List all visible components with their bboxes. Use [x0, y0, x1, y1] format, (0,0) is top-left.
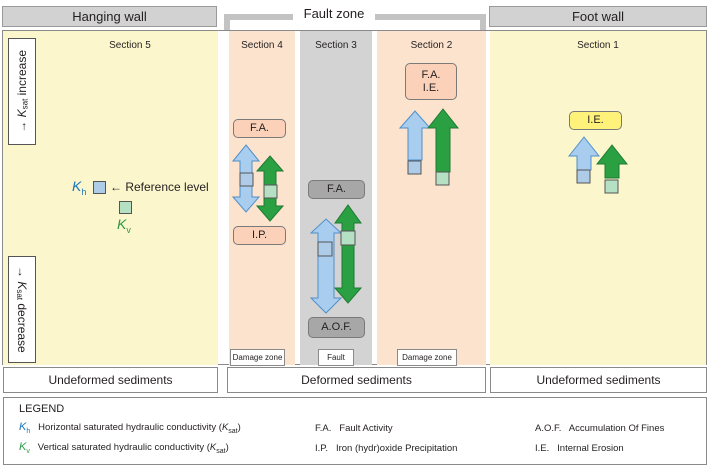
kh-reference-square [93, 181, 106, 194]
footer-undeformed-right-label: Undeformed sediments [536, 373, 661, 387]
kv-symbol: Kv [117, 216, 131, 235]
foot-wall-label: Foot wall [571, 9, 625, 24]
s2-fa-ie-box: F.A. I.E. [405, 63, 457, 100]
legend-internal-erosion: I.E. Internal Erosion [535, 443, 624, 454]
hanging-wall-label: Hanging wall [72, 9, 147, 24]
section-5-title: Section 5 [109, 40, 151, 51]
section-2-title: Section 2 [410, 40, 453, 51]
section-4-title: Section 4 [241, 40, 283, 51]
s2-box-line2: I.E. [422, 81, 440, 94]
s3-kh-square [317, 241, 333, 257]
footer-deformed: Deformed sediments [227, 367, 486, 393]
ksat-decrease-label: → Ksat decrease [14, 266, 30, 353]
foot-wall-header: Foot wall [489, 6, 707, 27]
damage-zone-right-label: Damage zone [397, 349, 457, 366]
s2-kh-square [407, 160, 422, 175]
s3-fault-activity-box: F.A. [308, 180, 365, 199]
ksat-increase-box: → Ksat increase [8, 38, 36, 145]
s2-box-line1: F.A. [421, 68, 441, 81]
s1-kh-square [576, 169, 591, 184]
s3-kv-up-down-arrow [333, 204, 363, 304]
hanging-wall-header: Hanging wall [2, 6, 217, 27]
reference-level-label: ← Reference level [110, 180, 209, 194]
footer-deformed-label: Deformed sediments [301, 373, 412, 387]
footer-undeformed-right: Undeformed sediments [490, 367, 707, 393]
s4-fault-activity-box: F.A. [233, 119, 286, 138]
footer-undeformed-left-label: Undeformed sediments [48, 373, 173, 387]
s3-accumulation-fines-box: A.O.F. [308, 317, 365, 338]
legend-fault-activity: F.A. Fault Activity [315, 423, 393, 434]
damage-zone-left-label: Damage zone [230, 349, 285, 366]
section-1-title: Section 1 [577, 40, 619, 51]
ksat-decrease-box: → Ksat decrease [8, 256, 36, 363]
legend-accumulation-fines: A.O.F. Accumulation Of Fines [535, 423, 665, 434]
kh-symbol: Kh [72, 178, 87, 197]
s2-kv-up-arrow [426, 108, 460, 173]
s3-kh-down-arrow [309, 218, 343, 314]
legend-panel [3, 397, 707, 465]
legend-kv-entry: Kv Vertical saturated hydraulic conducti… [19, 441, 229, 456]
s1-kv-square [604, 179, 619, 194]
s1-internal-erosion-box: I.E. [569, 111, 622, 130]
fault-zone-header: Fault zone [293, 4, 375, 26]
section-5-panel [3, 31, 218, 365]
s1-kv-up-arrow [595, 144, 629, 179]
s1-kh-up-arrow [567, 136, 601, 171]
fault-label: Fault [318, 349, 354, 366]
fault-zone-label: Fault zone [303, 6, 365, 21]
s4-kv-square [263, 184, 278, 199]
legend-kh-entry: Kh Horizontal saturated hydraulic conduc… [19, 421, 241, 436]
kv-reference-square [119, 201, 132, 214]
legend-iron-precipitation: I.P. Iron (hydr)oxide Precipitation [315, 443, 458, 454]
s2-kh-up-arrow [398, 110, 432, 161]
section-1-panel [490, 31, 706, 365]
s4-iron-precipitation-box: I.P. [233, 226, 286, 245]
s4-kh-square [239, 172, 254, 187]
s3-kv-square [340, 230, 356, 246]
legend-title: LEGEND [19, 403, 65, 415]
footer-undeformed-left: Undeformed sediments [3, 367, 218, 393]
s2-kv-square [435, 171, 450, 186]
section-3-title: Section 3 [315, 40, 357, 51]
